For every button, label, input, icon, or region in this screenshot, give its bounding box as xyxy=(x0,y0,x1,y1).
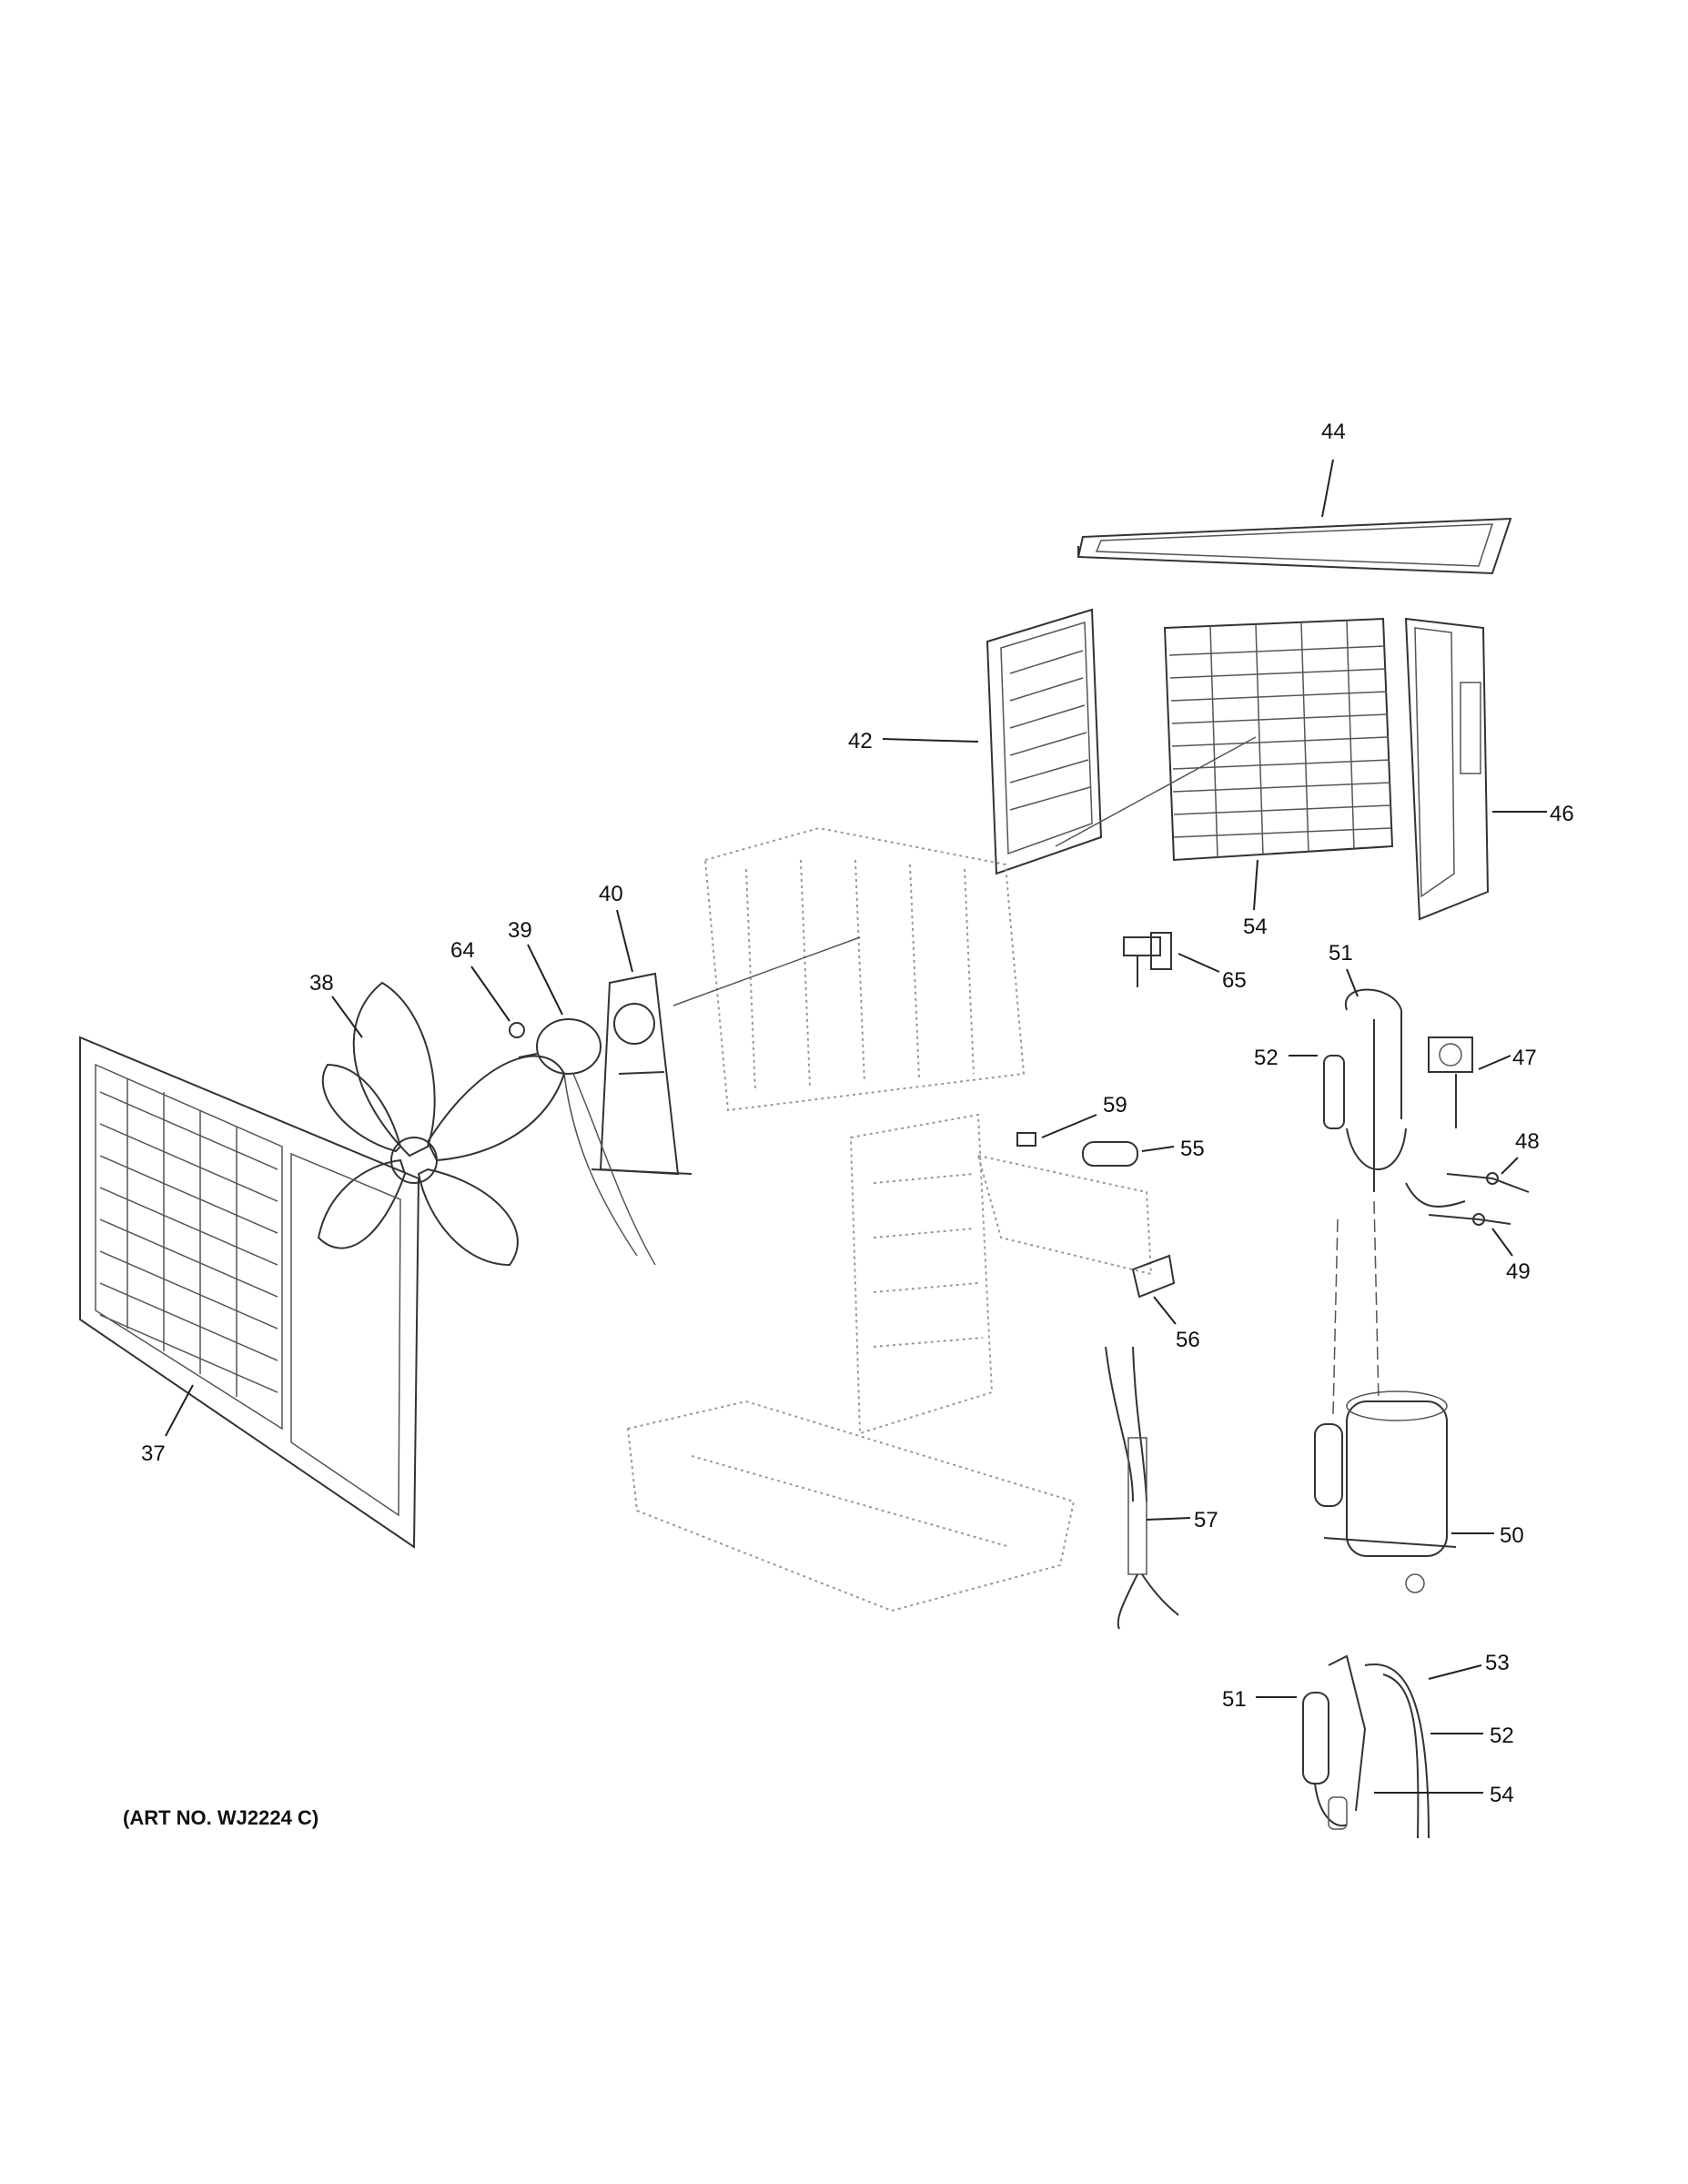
leader-59 xyxy=(1041,1114,1097,1138)
callout-47: 47 xyxy=(1512,1046,1537,1070)
leader-54a xyxy=(1253,859,1258,911)
callout-54b: 54 xyxy=(1490,1783,1514,1807)
leader-56 xyxy=(1153,1296,1177,1325)
part-42-side-panel xyxy=(986,608,1103,875)
leader-51a xyxy=(1346,968,1359,997)
callout-51b: 51 xyxy=(1222,1687,1247,1712)
part-56-terminal-block xyxy=(1131,1254,1176,1299)
part-65-valve xyxy=(1123,932,1172,987)
callout-54a: 54 xyxy=(1243,915,1268,939)
callout-52b: 52 xyxy=(1490,1724,1514,1748)
assembly-line-comp-b xyxy=(1373,1200,1380,1402)
callout-52a: 52 xyxy=(1254,1046,1279,1070)
part-39-fan-motor xyxy=(518,1018,656,1266)
part-38-fan-blade xyxy=(317,981,566,1267)
part-40-motor-bracket xyxy=(591,972,692,1176)
leader-53 xyxy=(1428,1664,1482,1680)
leader-49 xyxy=(1491,1228,1513,1257)
leader-37 xyxy=(165,1384,194,1437)
leader-55 xyxy=(1141,1146,1175,1152)
part-47-control-box xyxy=(1428,1036,1473,1128)
part-51-52-upper-tubing xyxy=(1323,988,1466,1208)
part-44-top-cover xyxy=(1076,517,1512,575)
leader-39 xyxy=(527,944,563,1016)
callout-49: 49 xyxy=(1506,1259,1531,1284)
part-50-compressor xyxy=(1314,1390,1457,1593)
leader-44 xyxy=(1321,459,1334,518)
assembly-line-coil xyxy=(1055,736,1257,847)
callout-64: 64 xyxy=(450,938,475,963)
assembly-line-comp-a xyxy=(1332,1218,1339,1416)
part-37-front-grille xyxy=(79,1036,420,1549)
callout-46: 46 xyxy=(1550,802,1574,826)
leader-48 xyxy=(1501,1157,1519,1175)
callout-40: 40 xyxy=(599,882,623,906)
dotted-partition-base xyxy=(626,1113,1153,1613)
part-46-control-panel xyxy=(1404,617,1490,921)
callout-53: 53 xyxy=(1485,1651,1510,1675)
leader-38 xyxy=(331,996,363,1038)
callout-48: 48 xyxy=(1515,1129,1540,1154)
part-lower-tubing-assembly xyxy=(1302,1654,1430,1839)
part-57-wire-harness xyxy=(1105,1346,1179,1630)
callout-55: 55 xyxy=(1180,1137,1205,1161)
leader-57 xyxy=(1146,1517,1191,1521)
part-48-sensor xyxy=(1446,1172,1530,1193)
art-number: (ART NO. WJ2224 C) xyxy=(123,1806,318,1829)
part-54-condenser-coil xyxy=(1163,617,1394,862)
callout-42: 42 xyxy=(848,729,873,753)
callout-50: 50 xyxy=(1500,1523,1524,1548)
callout-65: 65 xyxy=(1222,968,1247,993)
callout-57: 57 xyxy=(1194,1508,1218,1532)
leader-64 xyxy=(470,966,510,1022)
assembly-line-motor xyxy=(672,936,861,1006)
leader-65 xyxy=(1178,953,1220,973)
leader-47 xyxy=(1478,1055,1511,1070)
callout-38: 38 xyxy=(309,971,334,996)
callout-39: 39 xyxy=(508,918,532,943)
dotted-coil-frame xyxy=(703,826,1026,1112)
leader-40 xyxy=(616,909,633,973)
part-59-clip xyxy=(1016,1132,1036,1147)
callout-44: 44 xyxy=(1321,420,1346,444)
part-49-sensor xyxy=(1428,1213,1511,1226)
callout-59: 59 xyxy=(1103,1093,1127,1117)
callout-37: 37 xyxy=(141,1441,166,1466)
part-55-capacitor xyxy=(1082,1141,1138,1167)
part-64-nut xyxy=(509,1022,525,1038)
callout-56: 56 xyxy=(1176,1328,1200,1352)
callout-51a: 51 xyxy=(1329,941,1353,966)
leader-42 xyxy=(882,738,979,743)
